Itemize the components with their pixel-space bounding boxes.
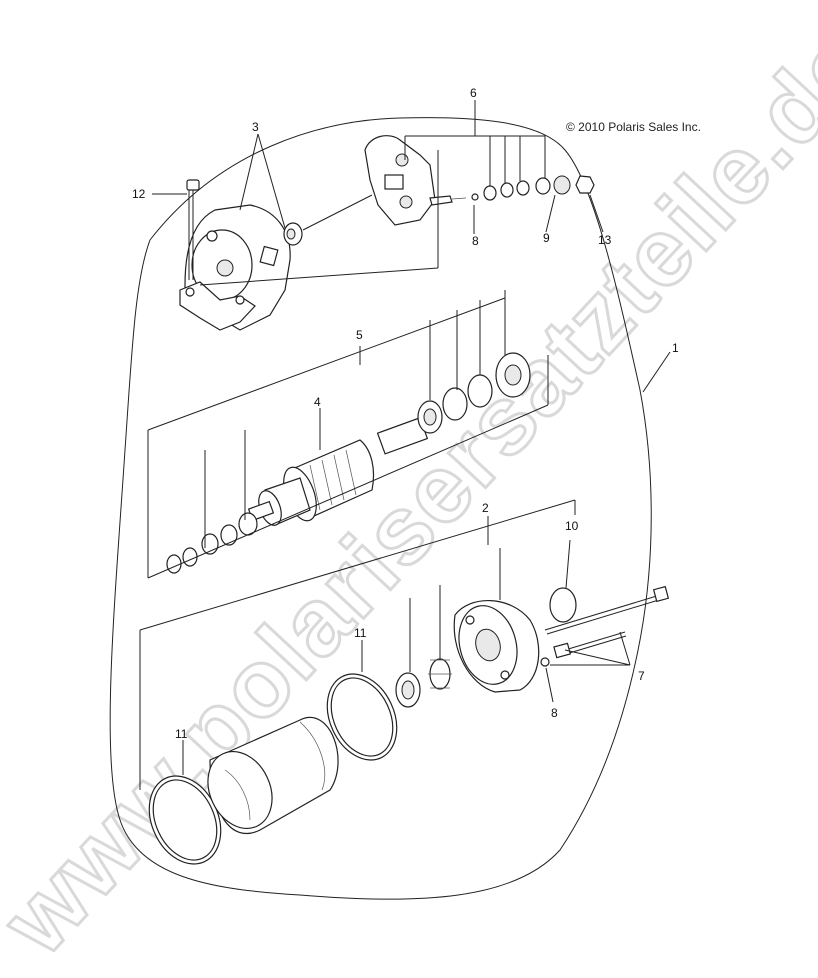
callout-12: 12	[132, 187, 146, 201]
callout-8-lower: 8	[551, 706, 558, 720]
callout-11-lower: 11	[175, 727, 188, 741]
front-cover-part	[453, 600, 540, 693]
assembly-outline	[109, 117, 652, 900]
brush-holder-part	[364, 135, 467, 226]
callout-6: 6	[470, 86, 477, 100]
callout-13: 13	[598, 233, 612, 247]
leader-lines-6	[199, 100, 546, 286]
callout-9: 9	[543, 231, 550, 245]
o-ring-small-part	[549, 587, 577, 623]
callout-3: 3	[252, 120, 259, 134]
oil-seal-part	[395, 672, 421, 708]
callout-10: 10	[565, 519, 579, 533]
callout-4: 4	[314, 395, 321, 409]
o-ring-large-upper-part	[326, 673, 398, 761]
armature-washers-right	[417, 352, 531, 434]
bolt-part	[186, 179, 200, 280]
callout-7: 7	[638, 669, 645, 683]
callout-11-upper: 11	[354, 626, 367, 640]
bushing-part	[283, 222, 303, 246]
callout-5: 5	[356, 328, 363, 342]
callout-2: 2	[482, 501, 489, 515]
o-ring-large-lower-part	[148, 775, 222, 865]
callout-1: 1	[672, 341, 679, 355]
washer-stack-top	[471, 175, 595, 201]
end-cover-part	[179, 204, 291, 331]
through-bolts-part	[540, 585, 670, 667]
yoke-housing-part	[207, 717, 339, 835]
leader-lines-5	[147, 290, 549, 579]
leader-lines-2	[139, 499, 576, 790]
leader-lines-misc	[152, 133, 671, 775]
copyright-text: © 2010 Polaris Sales Inc.	[566, 120, 701, 134]
needle-bearing-part	[428, 658, 452, 690]
callout-8-upper: 8	[472, 234, 479, 248]
